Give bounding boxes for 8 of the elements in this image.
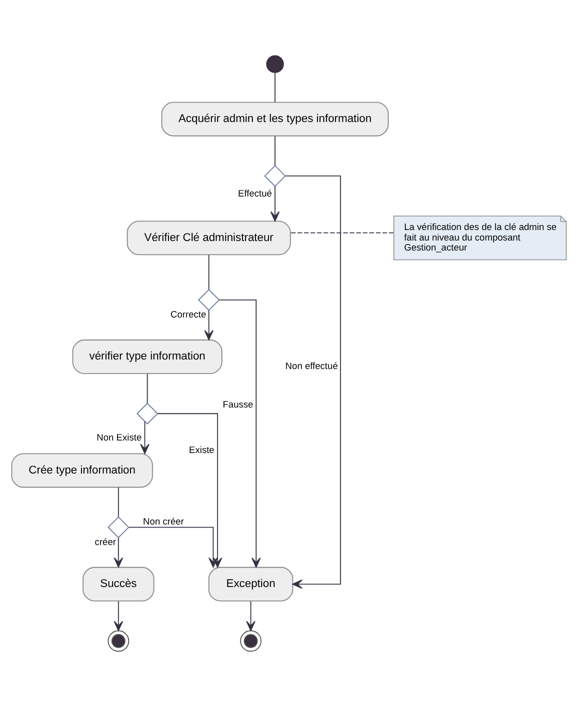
edge-label: Correcte (170, 309, 206, 320)
edge-label: créer (94, 536, 116, 546)
edge-label: Existe (189, 444, 214, 455)
edge-label: Non créer (143, 516, 184, 526)
edge-label: Non Existe (96, 432, 142, 442)
edge-label: Effectué (238, 188, 272, 198)
edge-label: Fausse (222, 399, 254, 410)
edge-label: Non effectué (285, 360, 338, 370)
